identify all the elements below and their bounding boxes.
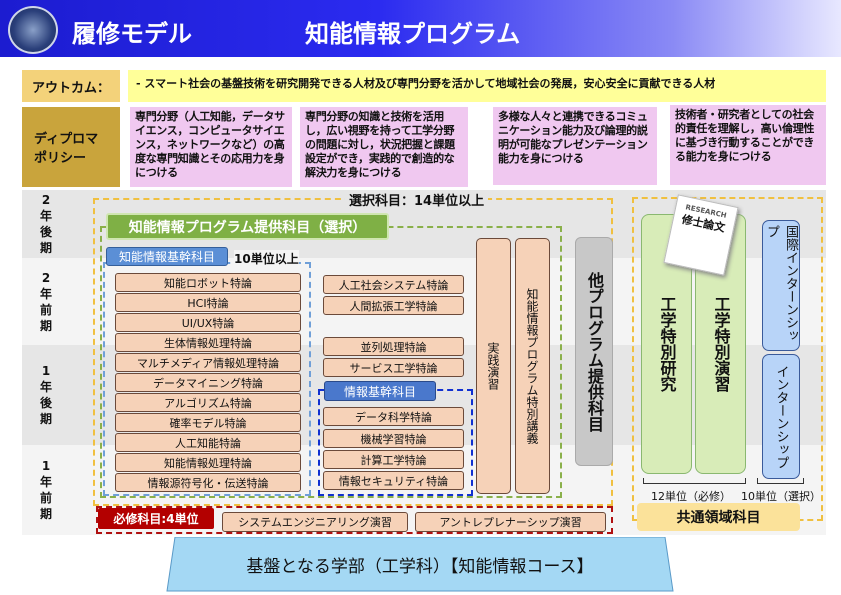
core-label: 知能情報基幹科目 <box>106 247 228 266</box>
program-title: 知能情報プログラム <box>305 20 521 48</box>
bracket-required <box>643 478 746 484</box>
foundation-shape <box>166 537 674 592</box>
elective-credits: 10単位（選択） <box>741 490 821 503</box>
core-requirement: 10単位以上 <box>234 250 299 267</box>
special-lecture-course: 知能情報プログラム特別講義 <box>515 238 550 494</box>
course-item: マルチメディア情報処理特論 <box>115 353 301 372</box>
outcome-text: - スマート社会の基盤技術を研究開発できる人材及び専門分野を活かして地域社会の発… <box>128 70 826 102</box>
outcome-label: アウトカム： <box>22 70 120 102</box>
common-label: 共通領域科目 <box>637 503 800 531</box>
course-item: データ科学特論 <box>323 407 464 426</box>
header-bar <box>0 0 841 57</box>
diploma-item: 専門分野の知識と技術を活用し，広い視野を持って工学分野の問題に対し，状況把握と課… <box>300 107 468 187</box>
foundation-label: 基盤となる学部（工学科）【知能情報コース】 <box>246 557 594 577</box>
required-credits: 12単位（必修） <box>651 490 731 503</box>
elective-label: 選択科目：14単位以上 <box>345 190 489 209</box>
course-item: 機械学習特論 <box>323 429 464 448</box>
bracket-elective <box>757 478 804 484</box>
required-label: 必修科目:4単位 <box>98 508 214 529</box>
page-title: 履修モデル <box>72 20 192 48</box>
course-item: アントレプレナーシップ演習 <box>415 512 606 532</box>
other-program-courses: 他プログラム提供科目 <box>575 237 613 466</box>
year-label: 2年前期 <box>39 270 52 333</box>
diploma-item: 専門分野（人工知能，データサイエンス，コンピュータサイエンス，ネットワークなど）… <box>130 107 292 187</box>
course-item: 人工社会システム特論 <box>323 275 464 294</box>
program-title-box: 知能情報プログラム提供科目（選択） <box>106 213 389 240</box>
course-item: 計算工学特論 <box>323 450 464 469</box>
diploma-label: ディプロマポリシー <box>22 107 120 187</box>
year-label: 1年前期 <box>39 459 52 521</box>
course-item: 確率モデル特論 <box>115 413 301 432</box>
internship: インターンシップ <box>762 354 800 479</box>
info-label: 情報基幹科目 <box>324 381 436 401</box>
course-item: 人工知能特論 <box>115 433 301 452</box>
course-item: 人間拡張工学特論 <box>323 296 464 315</box>
year-label: 2年後期 <box>39 193 52 255</box>
intl-internship: 国際インターンシップ <box>762 220 800 351</box>
course-item: サービス工学特論 <box>323 358 464 377</box>
required-frame <box>96 506 613 534</box>
course-item: 情報セキュリティ特論 <box>323 471 464 490</box>
course-item: データマイニング特論 <box>115 373 301 392</box>
course-item: UI/UX特論 <box>115 313 301 332</box>
course-item: HCI特論 <box>115 293 301 312</box>
year-label: 1年後期 <box>39 364 52 426</box>
course-item: システムエンジニアリング演習 <box>222 512 408 532</box>
course-item: 生体情報処理特論 <box>115 333 301 352</box>
diploma-item: 多様な人々と連携できるコミュニケーション能力及び論理的説明が可能なプレゼンテーシ… <box>493 107 657 185</box>
diploma-item: 技術者・研究者としての社会的責任を理解し，高い倫理性に基づき行動することができる… <box>670 105 826 185</box>
course-item: 並列処理特論 <box>323 337 464 356</box>
course-item: アルゴリズム特論 <box>115 393 301 412</box>
course-item: 情報源符号化・伝送特論 <box>115 473 301 492</box>
course-item: 知能ロボット特論 <box>115 273 301 292</box>
practice-course: 実践演習 <box>476 238 511 494</box>
university-logo <box>8 6 58 54</box>
course-item: 知能情報処理特論 <box>115 453 301 472</box>
